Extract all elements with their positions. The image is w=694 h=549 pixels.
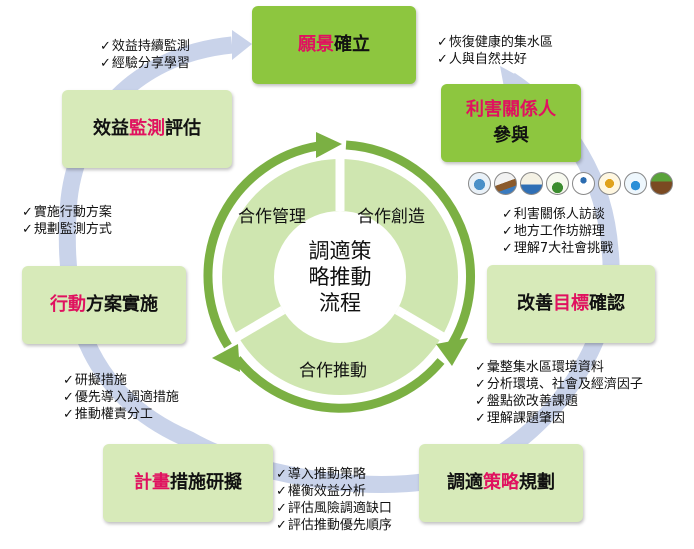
stage-vision-post: 確立 [334,33,370,55]
water-cycle-icon [468,172,491,195]
bullets-monitor: 效益持續監測 經驗分享學習 [100,38,190,72]
cycle-arc-right [345,140,476,352]
bullet-item: 規劃監測方式 [22,221,112,238]
cycle-arc-bottom [233,356,445,413]
stage-target: 改善目標確認 [487,265,655,343]
stage-action-post: 方案實施 [86,293,158,315]
stage-plan: 計畫措施研擬 [103,444,273,522]
cycle-spoke-right [394,306,446,341]
bullet-item: 優先導入調適措施 [63,389,179,406]
bullets-plan: 研擬措施 優先導入調適措施 推動權責分工 [63,372,179,423]
stage-plan-highlight: 計畫 [134,471,170,493]
cycle-arrowhead-bottom [212,344,240,372]
cycle-center-line: 流程 [319,291,361,315]
bullet-item: 導入推動策略 [276,466,392,483]
cycle-hub [274,211,406,343]
bullet-item: 理解7大社會挑戰 [502,240,613,257]
bullet-item: 權衡效益分析 [276,483,392,500]
crop-icon [598,172,621,195]
segment-cooperative-promotion: 合作推動 [299,361,367,381]
bullet-item: 理解課題肇因 [475,410,643,427]
erosion-icon [520,172,543,195]
bullets-vision: 恢復健康的集水區 人與自然共好 [437,34,553,68]
bullet-item: 實施行動方案 [22,204,112,221]
soil-icon [650,172,673,195]
bullets-stakeholder: 利害關係人訪談 地方工作坊辦理 理解7大社會挑戰 [502,206,613,257]
outer-arrow-head-top [232,30,252,60]
bullet-item: 恢復健康的集水區 [437,34,553,51]
segment-cooperative-creation: 合作創造 [357,207,425,227]
bullet-item: 利害關係人訪談 [502,206,613,223]
stage-target-highlight: 目標 [553,292,589,314]
bullet-item: 評估風險調適缺口 [276,500,392,517]
segment-cooperative-management: 合作管理 [238,207,306,227]
stage-monitor-post: 評估 [165,117,201,139]
stage-target-pre: 改善 [517,292,553,314]
cycle-spoke-left [234,306,286,341]
bullets-target: 彙整集水區環境資料 分析環境、社會及經濟因子 盤點欲改善課題 理解課題肇因 [475,359,643,427]
cycle-arrowhead-top [316,132,342,158]
stage-vision: 願景確立 [252,6,416,84]
cycle-arrowhead-right [436,338,468,366]
stage-target-post: 確認 [589,292,625,314]
water-drop-icon [624,172,647,195]
stage-action-highlight: 行動 [50,293,86,315]
bullet-item: 研擬措施 [63,372,179,389]
cycle-arc-left [203,141,319,349]
stage-stakeholder: 利害關係人 參與 [441,84,581,162]
stage-strategy-post: 規劃 [519,471,555,493]
stage-plan-post: 措施研擬 [170,471,242,493]
stage-monitor-pre: 效益 [93,117,129,139]
stage-strategy-highlight: 策略 [483,471,519,493]
stage-action: 行動方案實施 [22,266,186,344]
stage-monitor-highlight: 監測 [129,117,165,139]
stage-strategy-pre: 調適 [447,471,483,493]
bullet-item: 地方工作坊辦理 [502,223,613,240]
bullet-item: 推動權責分工 [63,406,179,423]
stage-stakeholder-line2: 參與 [493,125,529,146]
bullet-item: 分析環境、社會及經濟因子 [475,376,643,393]
stage-vision-highlight: 願景 [298,33,334,55]
person-icon [572,172,595,195]
bullet-item: 經驗分享學習 [100,55,190,72]
bullets-strategy: 導入推動策略 權衡效益分析 評估風險調適缺口 評估推動優先順序 [276,466,392,534]
bullet-item: 評估推動優先順序 [276,517,392,534]
social-challenge-icons [468,172,673,195]
bullet-item: 彙整集水區環境資料 [475,359,643,376]
bullets-action: 實施行動方案 規劃監測方式 [22,204,112,238]
stage-strategy: 調適策略規劃 [419,444,583,522]
cycle-center-line: 略推動 [308,265,372,289]
bullet-item: 效益持續監測 [100,38,190,55]
stage-monitor: 效益監測評估 [62,90,232,168]
bullet-item: 人與自然共好 [437,51,553,68]
bullet-item: 盤點欲改善課題 [475,393,643,410]
stage-stakeholder-line1: 利害關係人 [466,98,556,120]
cycle-center-label: 調適策 略推動 流程 [290,238,390,316]
landslide-icon [494,172,517,195]
plant-icon [546,172,569,195]
cycle-center-line: 調適策 [308,239,372,263]
